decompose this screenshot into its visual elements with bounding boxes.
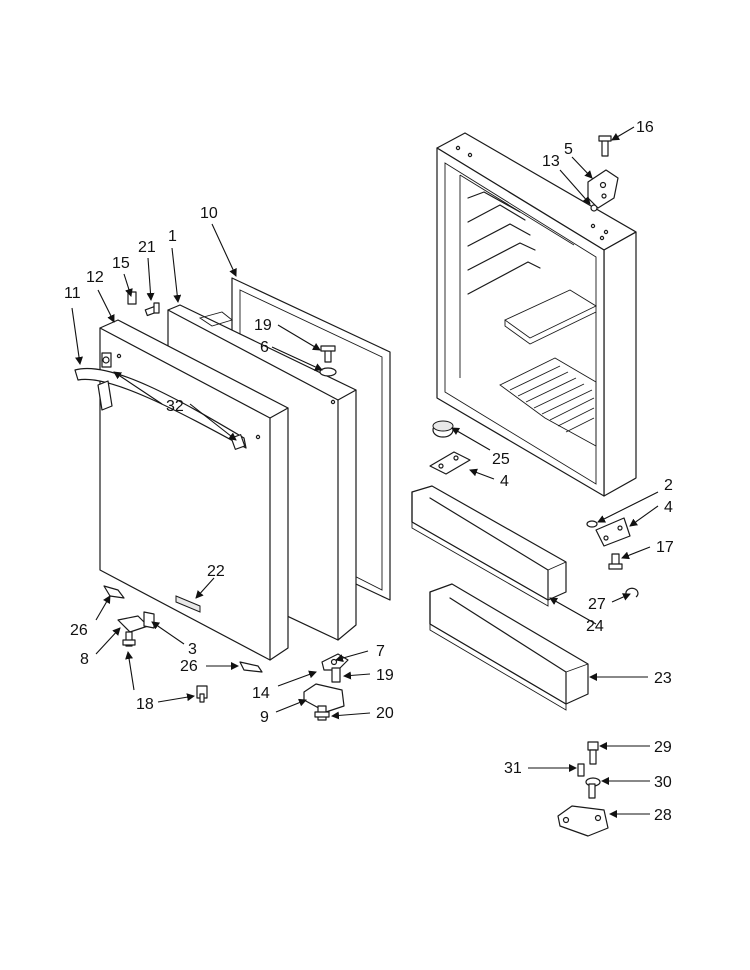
door-bin-upper (411, 485, 567, 607)
callout-29: 29 (654, 739, 672, 756)
callout-26-left: 26 (70, 622, 88, 639)
bottom-hinge-hardware (586, 517, 639, 598)
callout-16: 16 (636, 119, 654, 136)
callout-26-right: 26 (180, 658, 198, 675)
door-top-hinge-pin (319, 345, 337, 405)
callout-31: 31 (504, 760, 522, 777)
callout-14: 14 (252, 685, 270, 702)
outer-door-panel (99, 319, 289, 661)
callout-7: 7 (376, 643, 385, 660)
door-bin-lower (429, 583, 589, 711)
callout-10: 10 (200, 205, 218, 222)
door-lower-right-hardware (303, 653, 349, 721)
callout-15: 15 (112, 255, 130, 272)
callout-21: 21 (138, 239, 156, 256)
callout-19-bottom: 19 (376, 667, 394, 684)
callout-23: 23 (654, 670, 672, 687)
callout-1: 1 (168, 228, 177, 245)
callout-22: 22 (207, 563, 225, 580)
callout-27: 27 (588, 596, 606, 613)
callout-19-top: 19 (254, 317, 272, 334)
callout-28: 28 (654, 807, 672, 824)
callout-leaders (71, 126, 659, 818)
callout-18: 18 (136, 696, 154, 713)
callout-labels: 11 12 15 21 1 10 19 6 32 22 26 8 3 26 18… (64, 119, 674, 824)
callout-11: 11 (64, 285, 81, 302)
callout-17: 17 (656, 539, 674, 556)
callout-6: 6 (260, 339, 269, 356)
callout-3: 3 (188, 641, 197, 658)
cabinet-hinge-cap-and-plate (429, 420, 471, 475)
callout-2: 2 (664, 477, 673, 494)
callout-20: 20 (376, 705, 394, 722)
refrigerator-cabinet (436, 132, 637, 497)
callout-13: 13 (542, 153, 560, 170)
callout-24: 24 (586, 618, 604, 635)
top-hinge-bracket (587, 135, 619, 209)
handle-end-caps (101, 352, 261, 450)
callout-12: 12 (86, 269, 104, 286)
door-top-fasteners (127, 291, 160, 317)
callout-9: 9 (260, 709, 269, 726)
callout-8: 8 (80, 651, 89, 668)
callout-32: 32 (166, 398, 184, 415)
callout-30: 30 (654, 774, 672, 791)
callout-4-upper: 4 (500, 473, 509, 490)
callout-25: 25 (492, 451, 510, 468)
callout-5: 5 (564, 141, 573, 158)
leveling-leg-assembly (557, 741, 609, 837)
callout-4-lower: 4 (664, 499, 673, 516)
